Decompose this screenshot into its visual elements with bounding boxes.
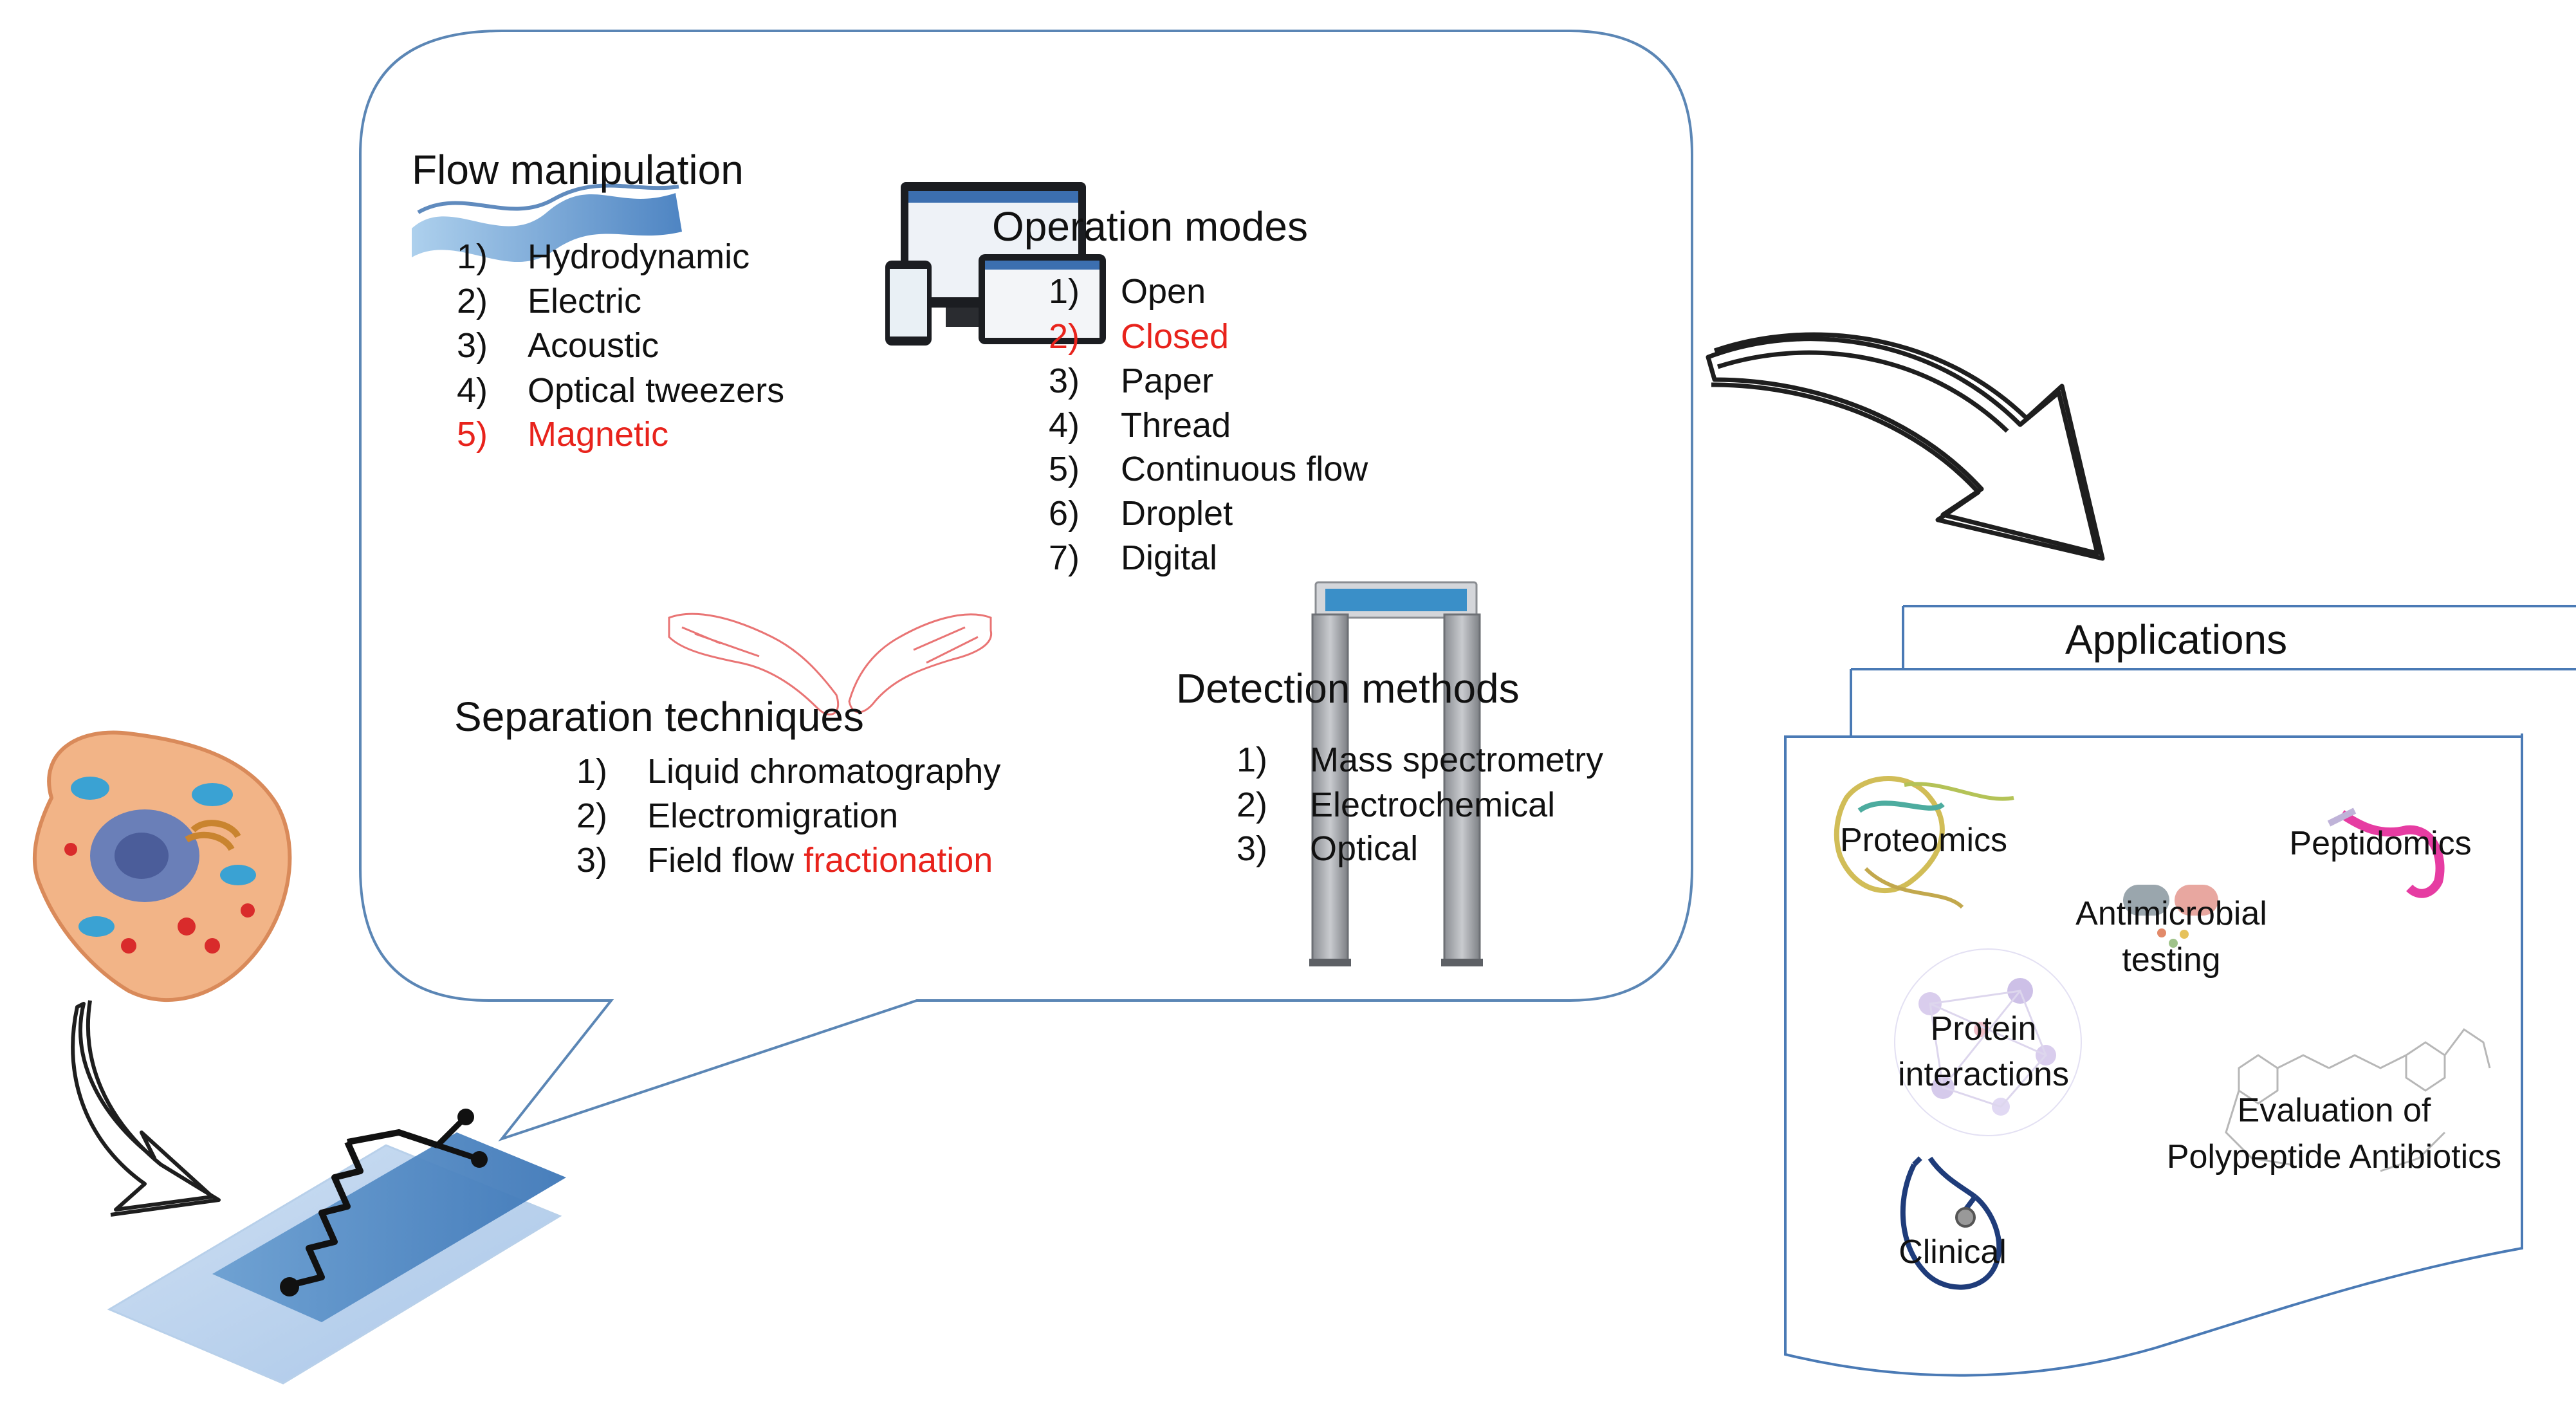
app-peptidomics-label: Peptidomics bbox=[2289, 825, 2472, 862]
item-number: 1) bbox=[1237, 741, 1268, 779]
arrow-to-chip-icon bbox=[71, 1000, 221, 1217]
item-number: 3) bbox=[576, 841, 608, 880]
item-number: 5) bbox=[457, 415, 488, 454]
applications-page-middle bbox=[1850, 668, 2576, 737]
particle-hands-icon bbox=[668, 613, 993, 715]
item-label: Electrochemical bbox=[1310, 786, 1556, 824]
item-label-part: Field flow bbox=[647, 841, 804, 880]
devices-icon bbox=[885, 182, 1106, 346]
item-label: Droplet bbox=[1121, 494, 1233, 533]
animal-cell-icon bbox=[32, 730, 292, 1002]
item-label: Electric bbox=[528, 282, 642, 320]
item-number: 2) bbox=[457, 282, 488, 320]
item-label: Hydrodynamic bbox=[528, 237, 750, 276]
item-label: Digital bbox=[1121, 539, 1218, 577]
item-number: 2) bbox=[576, 797, 608, 835]
item-number: 3) bbox=[457, 326, 488, 365]
item-label: Electromigration bbox=[647, 797, 899, 835]
applications-title: Applications bbox=[2065, 616, 2288, 663]
item-label: Thread bbox=[1121, 406, 1231, 445]
interaction-network-icon bbox=[1894, 948, 2082, 1136]
flow-manipulation-title: Flow manipulation bbox=[412, 147, 744, 193]
operation-modes-title: Operation modes bbox=[992, 203, 1308, 250]
microfluidic-chip-icon bbox=[107, 1109, 566, 1385]
peptide-helix-icon bbox=[2327, 807, 2445, 898]
item-number: 5) bbox=[1049, 450, 1080, 488]
item-number: 4) bbox=[457, 371, 488, 410]
item-number: 4) bbox=[1049, 406, 1080, 445]
item-label: Liquid chromatography bbox=[647, 752, 1001, 791]
app-protein-interactions-label-line2: interactions bbox=[1898, 1056, 2069, 1093]
item-number: 2) bbox=[1237, 786, 1268, 824]
app-antimicrobial-label-line1: Antimicrobial bbox=[2075, 895, 2267, 932]
item-label: Open bbox=[1121, 272, 1206, 311]
detection-methods-title: Detection methods bbox=[1176, 665, 1520, 712]
item-label-highlight: fractionation bbox=[804, 841, 993, 880]
item-number: 1) bbox=[457, 237, 488, 276]
applications-page-back bbox=[1902, 605, 2576, 669]
item-label: Paper bbox=[1121, 362, 1214, 400]
item-number: 7) bbox=[1049, 539, 1080, 577]
separation-techniques-title: Separation techniques bbox=[454, 694, 864, 740]
app-evaluation-label-line2: Polypeptide Antibiotics bbox=[2166, 1138, 2502, 1176]
item-label: Mass spectrometry bbox=[1310, 741, 1604, 779]
app-evaluation-label-line1: Evaluation of bbox=[2237, 1092, 2431, 1129]
water-splash-icon bbox=[412, 183, 682, 263]
capsule-icon bbox=[2123, 885, 2218, 948]
app-clinical-label: Clinical bbox=[1899, 1233, 2007, 1271]
protein-structure-icon bbox=[1834, 776, 2014, 909]
item-number: 1) bbox=[1049, 272, 1080, 311]
app-antimicrobial-label-line2: testing bbox=[2122, 941, 2221, 979]
item-number: 3) bbox=[1237, 829, 1268, 868]
speech-bubble bbox=[359, 30, 1693, 1142]
app-proteomics-label: Proteomics bbox=[1839, 822, 2008, 859]
item-label: Optical bbox=[1310, 829, 1419, 868]
item-label: Continuous flow bbox=[1121, 450, 1368, 488]
item-number: 6) bbox=[1049, 494, 1080, 533]
item-label: Optical tweezers bbox=[528, 371, 785, 410]
item-label: Magnetic bbox=[528, 415, 669, 454]
item-label: Closed bbox=[1121, 317, 1229, 356]
app-protein-interactions-label-line1: Protein bbox=[1930, 1010, 2037, 1047]
item-label: Field flow fractionation bbox=[647, 843, 993, 878]
arrow-to-applications-icon bbox=[1706, 332, 2105, 561]
metal-detector-gate-icon bbox=[1309, 581, 1483, 966]
item-number: 2) bbox=[1049, 317, 1080, 356]
item-label: Acoustic bbox=[528, 326, 659, 365]
item-number: 1) bbox=[576, 752, 608, 791]
item-number: 3) bbox=[1049, 362, 1080, 400]
molecule-structure-icon bbox=[2225, 1028, 2491, 1172]
stethoscope-icon bbox=[1900, 1156, 2002, 1290]
